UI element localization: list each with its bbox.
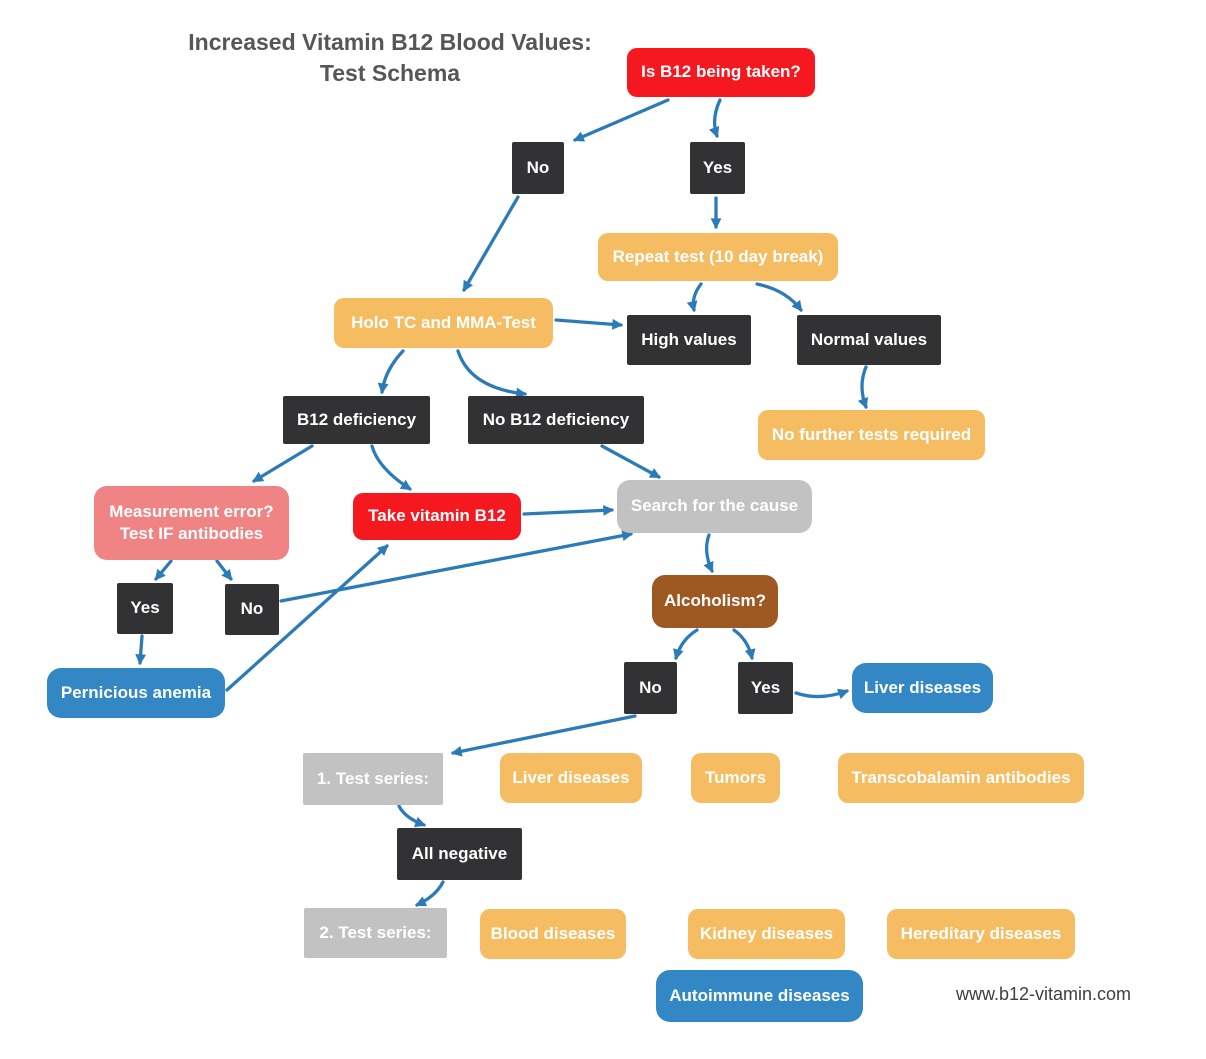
node-autoimmune-diseases: Autoimmune diseases xyxy=(656,970,863,1022)
node-yes-alcoholism: Yes xyxy=(738,662,793,714)
edge-measure-to-yes xyxy=(154,559,173,581)
node-holo-tc-mma-test: Holo TC and MMA-Test xyxy=(334,298,553,348)
edge-no-to-search xyxy=(279,530,634,603)
edge-no-to-holotc xyxy=(462,195,520,292)
node-kidney-diseases: Kidney diseases xyxy=(688,909,845,959)
edge-b12def-to-measure xyxy=(252,444,314,483)
node-hereditary-diseases: Hereditary diseases xyxy=(887,909,1075,959)
edge-test1-to-allneg xyxy=(397,804,427,828)
node-liver-diseases-alcohol: Liver diseases xyxy=(852,663,993,713)
edge-b12def-to-takeb12 xyxy=(370,444,412,491)
edge-repeat-to-high xyxy=(686,282,703,313)
node-take-vitamin-b12: Take vitamin B12 xyxy=(353,493,521,540)
edge-takeb12-to-search xyxy=(522,504,615,516)
edge-isb12-to-yes xyxy=(709,98,722,139)
page-title-line2: Test Schema xyxy=(319,60,461,86)
node-no-alcoholism: No xyxy=(624,662,677,714)
node-liver-diseases: Liver diseases xyxy=(500,753,642,803)
edge-repeat-to-normal xyxy=(755,282,803,312)
node-repeat-test: Repeat test (10 day break) xyxy=(598,233,838,281)
page-title-line1: Increased Vitamin B12 Blood Values: xyxy=(188,29,592,55)
edge-holotc-to-high xyxy=(554,318,624,330)
edge-allneg-to-test2 xyxy=(415,880,445,907)
node-all-negative: All negative xyxy=(397,828,522,880)
edge-nob12def-to-search xyxy=(600,444,661,479)
node-yes-if-antibodies: Yes xyxy=(117,583,173,634)
edge-holotc-to-b12def xyxy=(377,349,405,395)
edge-alcoholism-to-no xyxy=(673,628,699,661)
node-no-b12-deficiency: No B12 deficiency xyxy=(468,396,644,444)
edge-yes-to-liver xyxy=(794,688,850,700)
node-transcobalamin-antibodies: Transcobalamin antibodies xyxy=(838,753,1084,803)
node-alcoholism: Alcoholism? xyxy=(652,575,778,628)
edge-search-to-alcoholism xyxy=(703,533,714,573)
node-tumors: Tumors xyxy=(691,753,780,803)
edge-holotc-to-nob12def xyxy=(456,349,528,399)
node-measurement-error: Measurement error? Test IF antibodies xyxy=(94,486,289,560)
node-high-values: High values xyxy=(627,315,751,365)
edge-normal-to-nofurther xyxy=(857,365,868,410)
node-b12-deficiency: B12 deficiency xyxy=(283,396,430,444)
edge-measure-to-no xyxy=(215,559,233,581)
edge-no-to-test1 xyxy=(450,714,637,757)
website-watermark: www.b12-vitamin.com xyxy=(956,984,1132,1004)
node-normal-values: Normal values xyxy=(797,315,941,365)
edge-isb12-to-no xyxy=(573,98,670,142)
node-test-series-1: 1. Test series: xyxy=(303,753,443,805)
node-no-further-tests: No further tests required xyxy=(758,410,985,460)
node-search-for-cause: Search for the cause xyxy=(617,480,812,533)
node-pernicious-anemia: Pernicious anemia xyxy=(47,668,225,718)
edge-alcoholism-to-yes xyxy=(732,628,756,661)
node-no-if-antibodies: No xyxy=(225,584,279,635)
edge-yes-to-pernicious xyxy=(135,634,147,666)
node-no-b12-not-taken: No xyxy=(512,142,564,194)
node-yes-b12-taken: Yes xyxy=(690,142,745,194)
node-test-series-2: 2. Test series: xyxy=(304,908,447,958)
page-title: Increased Vitamin B12 Blood Values: Test… xyxy=(158,27,622,89)
node-is-b12-question: Is B12 being taken? xyxy=(627,48,815,97)
node-blood-diseases: Blood diseases xyxy=(480,909,626,959)
